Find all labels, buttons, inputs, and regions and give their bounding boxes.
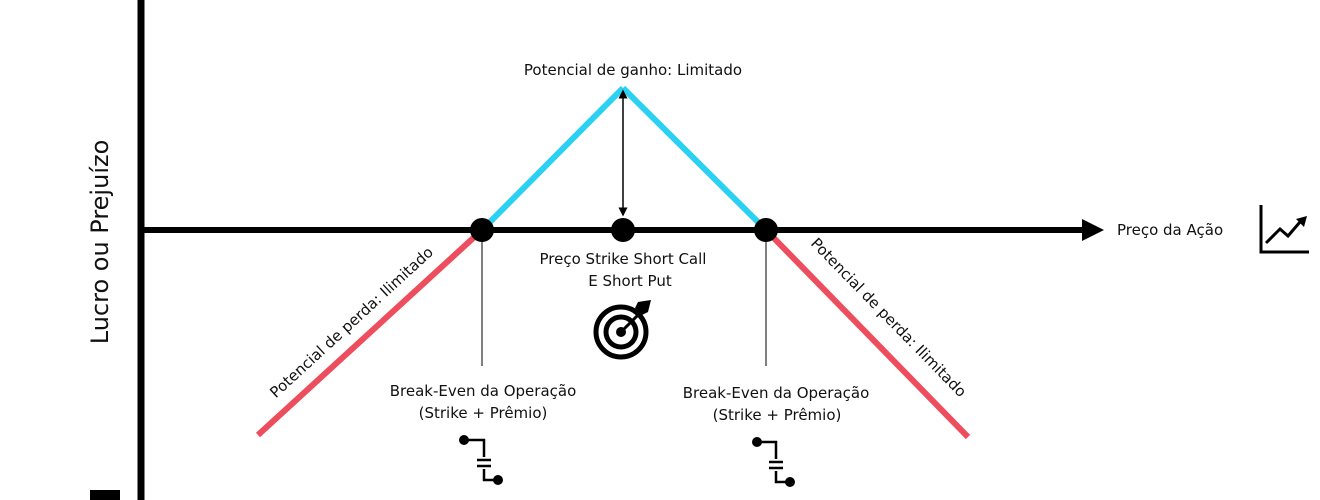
- gain-line-left: [479, 85, 626, 233]
- breakeven-right-label-line2: (Strike + Prêmio): [713, 406, 842, 424]
- breakeven-left-label-line2: (Strike + Prêmio): [419, 404, 548, 422]
- split-path-icon-left: [459, 435, 503, 485]
- split-path-icon-right: [752, 437, 795, 487]
- gain-line-right: [620, 85, 769, 233]
- strike-point: [611, 218, 635, 242]
- loss-line-left: [255, 227, 485, 438]
- strike-label-line1: Preço Strike Short Call: [540, 250, 707, 268]
- target-icon: [593, 300, 651, 360]
- gain-potential-label: Potencial de ganho: Limitado: [524, 61, 742, 79]
- strike-label-line2: E Short Put: [588, 272, 672, 290]
- x-axis-label: Preço da Ação: [1117, 221, 1223, 239]
- y-axis-bottom-marker: [90, 490, 120, 500]
- loss-potential-left-label: Potencial de perda: Ilimitado: [266, 243, 437, 401]
- loss-potential-right-label: Potencial de perda: Ilimitado: [807, 234, 970, 400]
- y-axis-label: Lucro ou Prejuízo: [86, 140, 114, 345]
- breakeven-left-label-line1: Break-Even da Operação: [390, 382, 577, 400]
- breakeven-left-point: [470, 218, 494, 242]
- x-axis-arrow: [1082, 219, 1104, 241]
- breakeven-right-label-line1: Break-Even da Operação: [683, 384, 870, 402]
- breakeven-right-point: [754, 218, 778, 242]
- loss-line-right: [763, 227, 971, 440]
- trend-chart-icon: [1259, 205, 1309, 254]
